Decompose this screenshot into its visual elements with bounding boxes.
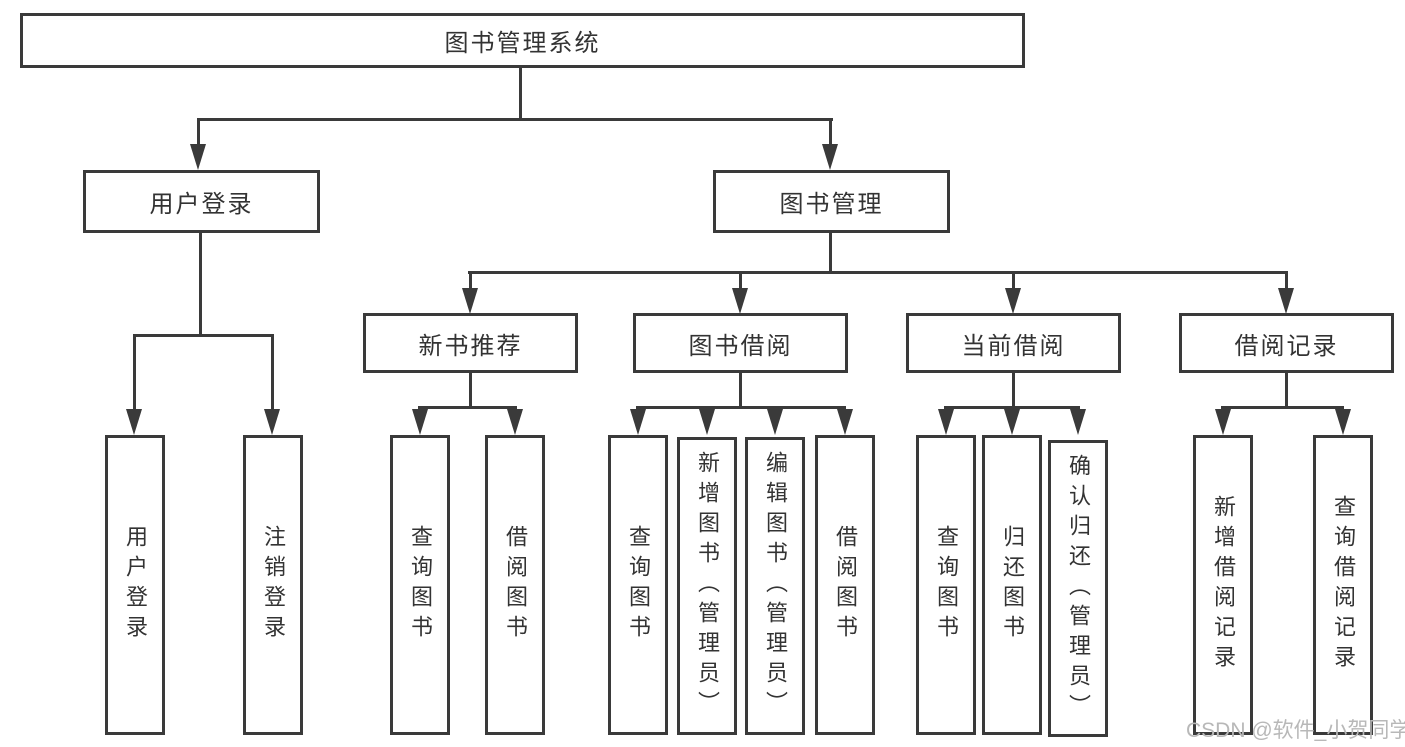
edge-bb-bus <box>636 406 846 409</box>
node-leaf-bb-edit-books: 编辑图书（管理员） <box>745 437 805 735</box>
node-leaf-user-login: 用户登录 <box>105 435 165 735</box>
node-label: 借阅图书 <box>503 525 528 645</box>
arrowhead-current-borrow <box>1005 288 1021 314</box>
node-leaf-br-query-record: 查询借阅记录 <box>1313 435 1373 735</box>
arrowhead-new-book <box>462 288 478 314</box>
arrowhead-cb-query <box>938 409 954 435</box>
edge-rec-stem <box>469 373 472 408</box>
edge-book-borrow-shaft <box>739 271 742 291</box>
edge-br-bus <box>1221 406 1344 409</box>
node-label: 查询图书 <box>934 525 959 645</box>
node-book-management: 图书管理 <box>713 170 950 233</box>
node-label: 图书管理 <box>779 191 884 218</box>
node-current-borrow: 当前借阅 <box>906 313 1121 373</box>
arrowhead-book-borrow <box>732 288 748 314</box>
edge-book-mgmt-stem <box>829 233 832 273</box>
arrowhead-cb-confirm <box>1070 409 1086 435</box>
node-label: 查询图书 <box>626 525 651 645</box>
edge-root-stem <box>519 68 522 120</box>
edge-book-mgmt-bus <box>468 271 1288 274</box>
node-leaf-rec-borrow-books: 借阅图书 <box>485 435 545 735</box>
node-label: 新增图书（管理员） <box>695 451 720 721</box>
arrowhead-br-add <box>1215 409 1231 435</box>
edge-new-book-shaft <box>469 271 472 291</box>
arrowhead-bb-query <box>630 409 646 435</box>
node-leaf-bb-borrow-books: 借阅图书 <box>815 435 875 735</box>
edge-bb-stem <box>739 373 742 408</box>
arrowhead-leaf-logout <box>264 409 280 435</box>
arrowhead-br-query <box>1335 409 1351 435</box>
edge-br-stem <box>1285 373 1288 408</box>
node-label: 归还图书 <box>1000 525 1025 645</box>
csdn-watermark: CSDN @软件_小贺同学 <box>1186 719 1405 742</box>
node-label: 确认归还（管理员） <box>1066 453 1091 724</box>
node-label: 借阅图书 <box>833 525 858 645</box>
arrowhead-rec-query <box>412 409 428 435</box>
node-user-login: 用户登录 <box>83 170 320 233</box>
arrowhead-borrow-records <box>1278 288 1294 314</box>
node-label: 查询借阅记录 <box>1331 495 1356 675</box>
node-label: 图书借阅 <box>688 332 793 360</box>
node-label: 图书管理系统 <box>444 30 601 57</box>
edge-root-bus <box>197 118 833 121</box>
node-new-book-recommend: 新书推荐 <box>363 313 578 373</box>
node-leaf-rec-query-books: 查询图书 <box>390 435 450 735</box>
node-leaf-cb-confirm-return: 确认归还（管理员） <box>1048 440 1108 737</box>
arrowhead-book-mgmt <box>822 144 838 170</box>
node-leaf-bb-add-books: 新增图书（管理员） <box>677 437 737 735</box>
edge-current-borrow-shaft <box>1012 271 1015 291</box>
edge-user-login-shaft <box>197 118 200 148</box>
node-borrow-records: 借阅记录 <box>1179 313 1394 373</box>
edge-cb-stem <box>1012 373 1015 408</box>
node-label: 用户登录 <box>123 525 148 645</box>
edge-user-login-bus <box>133 334 274 337</box>
node-leaf-bb-query-books: 查询图书 <box>608 435 668 735</box>
node-label: 新增借阅记录 <box>1211 495 1236 675</box>
node-label: 当前借阅 <box>961 332 1066 360</box>
node-label: 借阅记录 <box>1234 332 1339 360</box>
edge-leaf-login-shaft <box>133 334 136 412</box>
edge-user-login-stem <box>199 233 202 336</box>
arrowhead-rec-borrow <box>507 409 523 435</box>
node-leaf-cb-return-books: 归还图书 <box>982 435 1042 735</box>
edge-book-mgmt-shaft <box>829 118 832 148</box>
arrowhead-bb-edit <box>767 409 783 435</box>
edge-rec-bus <box>418 406 517 409</box>
node-label: 编辑图书（管理员） <box>763 451 788 721</box>
edge-leaf-logout-shaft <box>271 334 274 412</box>
node-book-borrow: 图书借阅 <box>633 313 848 373</box>
arrowhead-cb-return <box>1004 409 1020 435</box>
edge-borrow-records-shaft <box>1285 271 1288 291</box>
node-label: 用户登录 <box>149 191 254 218</box>
node-label: 新书推荐 <box>418 332 523 360</box>
arrowhead-bb-add <box>699 409 715 435</box>
arrowhead-user-login <box>190 144 206 170</box>
node-label: 查询图书 <box>408 525 433 645</box>
node-label: 注销登录 <box>261 525 286 645</box>
node-book-management-system: 图书管理系统 <box>20 13 1025 68</box>
node-leaf-logout: 注销登录 <box>243 435 303 735</box>
node-leaf-cb-query-books: 查询图书 <box>916 435 976 735</box>
node-leaf-br-add-record: 新增借阅记录 <box>1193 435 1253 735</box>
arrowhead-bb-borrow <box>837 409 853 435</box>
arrowhead-leaf-login <box>126 409 142 435</box>
